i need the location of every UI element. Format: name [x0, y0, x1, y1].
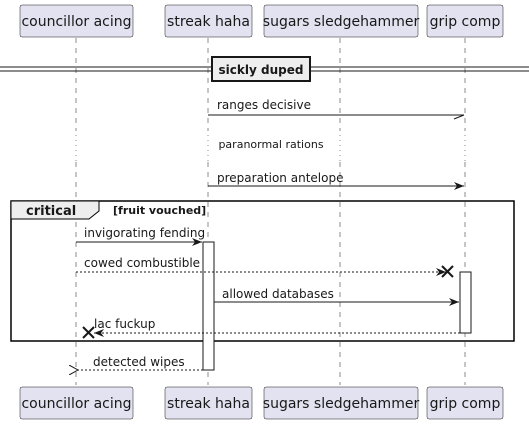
group-tab: [10, 200, 100, 220]
divider-label: sickly duped: [219, 63, 304, 77]
divider-box: [211, 56, 311, 82]
message-label: ranges decisive: [217, 98, 311, 112]
message-label: allowed databases: [222, 287, 334, 301]
participant-grip-comp: grip comp: [426, 4, 504, 38]
destroy-icon: [82, 326, 95, 339]
participant-label: councillor acing: [21, 396, 131, 412]
participant-label: streak haha: [167, 396, 250, 412]
participant-streak-haha: streak haha: [164, 4, 253, 38]
message-label: invigorating fending: [84, 226, 205, 240]
message-detected-wipes: detected wipes: [78, 355, 203, 370]
participant-streak-haha: streak haha: [164, 386, 253, 420]
participants-top: councillor acing streak haha sugars sled…: [19, 4, 504, 38]
participant-label: grip comp: [430, 396, 501, 412]
participant-label: streak haha: [167, 14, 250, 30]
message-label: preparation antelope: [217, 171, 343, 185]
participant-label: sugars sledgehammer: [263, 14, 420, 30]
participant-councillor-acing: councillor acing: [19, 386, 134, 420]
divider: sickly duped: [0, 56, 529, 82]
participants-bottom: councillor acing streak haha sugars sled…: [19, 386, 504, 420]
participant-grip-comp: grip comp: [426, 386, 504, 420]
destroy-icon: [441, 265, 454, 278]
delay-label: paranormal rations: [218, 138, 323, 151]
message-preparation-antelope: preparation antelope: [208, 171, 464, 190]
participant-sugars-sledgehammer: sugars sledgehammer: [263, 4, 420, 38]
group-frame: [10, 200, 515, 342]
participant-councillor-acing: councillor acing: [19, 4, 134, 38]
participant-label: grip comp: [430, 14, 501, 30]
participant-label: councillor acing: [21, 14, 131, 30]
participant-sugars-sledgehammer: sugars sledgehammer: [263, 386, 420, 420]
message-ranges-decisive: ranges decisive: [208, 98, 465, 120]
message-label: cowed combustible: [84, 256, 200, 270]
group-critical: critical [fruit vouched]: [10, 200, 515, 342]
message-allowed-databases: allowed databases: [214, 287, 459, 306]
group-condition: [fruit vouched]: [113, 204, 206, 217]
activation-grip-comp: [459, 271, 472, 334]
message-lac-fuckup: lac fuckup: [82, 317, 460, 339]
message-cowed-combustible: cowed combustible: [76, 256, 454, 278]
group-title: critical: [26, 204, 76, 219]
participant-label: sugars sledgehammer: [263, 396, 420, 412]
message-label: detected wipes: [93, 355, 185, 369]
half-arrow-head: [453, 114, 465, 120]
message-invigorating-fending: invigorating fending: [76, 226, 205, 246]
message-label: lac fuckup: [94, 317, 155, 331]
activation-streak-haha: [202, 241, 215, 371]
messages: ranges decisive preparation antelope inv…: [76, 98, 465, 370]
